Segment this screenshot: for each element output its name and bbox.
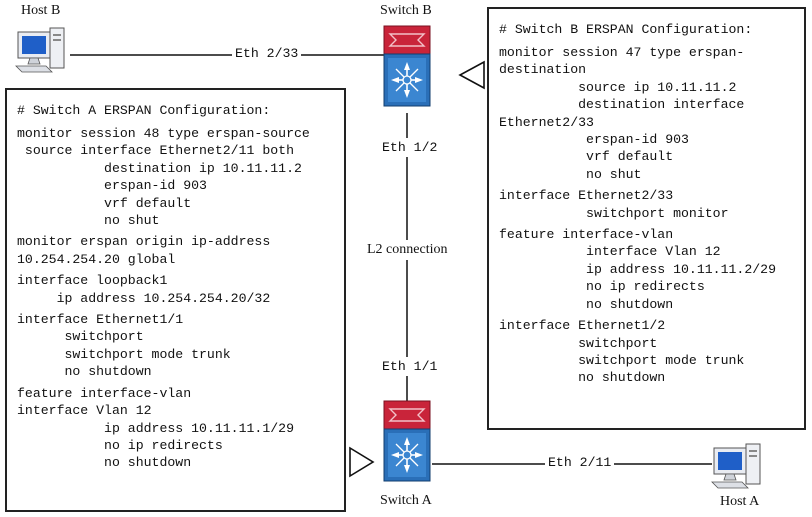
switch-a-config-body: monitor session 48 type erspan-source so…	[17, 125, 334, 472]
host-a-port-label: Eth 2/11	[545, 455, 615, 470]
switch-a-config-line: no shut	[17, 213, 160, 229]
switch-b-config-line: vrf default	[499, 149, 674, 165]
switch-b-config-line: ip address 10.11.11.2/29	[499, 261, 776, 277]
switch-a-config-line: ip address 10.11.11.1/29	[17, 420, 294, 436]
switch-a-config-line: no shutdown	[17, 455, 192, 471]
switch-b-config-line: no shutdown	[499, 370, 666, 386]
switch-b-config-line: interface Ethernet1/2	[499, 318, 666, 334]
switch-b-config-line: Ethernet2/33	[499, 114, 594, 130]
switch-b-config-line: feature interface-vlan	[499, 227, 674, 243]
switch-a-config-line: erspan-id 903	[17, 178, 207, 194]
switch-b-config-box: # Switch B ERSPAN Configuration: monitor…	[487, 7, 806, 430]
switch-a-config-line: switchport	[17, 329, 144, 345]
switch-b-config-line: interface Vlan 12	[499, 244, 721, 260]
switch-b-config-line: switchport mode trunk	[499, 352, 745, 368]
switch-b-config-block: feature interface-vlan interface Vlan 12…	[499, 226, 794, 313]
switch-b-config-line: monitor session 47 type erspan-	[499, 45, 745, 60]
switch-b-config-line: no shut	[499, 166, 642, 182]
host-a-pc-icon	[711, 443, 761, 489]
switch-a-config-pointer-icon	[349, 446, 375, 478]
switch-a-config-line: switchport mode trunk	[17, 346, 231, 362]
switch-b-config-line: interface Ethernet2/33	[499, 188, 674, 204]
switch-b-config-body: monitor session 47 type erspan-destinati…	[499, 44, 794, 387]
switch-b-config-block: interface Ethernet2/33 switchport monito…	[499, 187, 794, 222]
switch-b-port-label: Eth 1/2	[380, 138, 440, 157]
switch-b-config-line: no ip redirects	[499, 279, 705, 295]
switch-a-config-block: interface Ethernet1/1 switchport switchp…	[17, 311, 334, 381]
switch-b-config-pointer-icon	[458, 60, 485, 90]
switch-b-config-line: no shutdown	[499, 296, 674, 312]
switch-a-config-line: no ip redirects	[17, 437, 223, 453]
switch-a-port-label: Eth 1/1	[380, 357, 440, 376]
switch-b-config-block: interface Ethernet1/2 switchport switchp…	[499, 317, 794, 387]
switch-a-config-line: interface loopback1	[17, 273, 168, 289]
l2-connection-label: L2 connection	[366, 240, 449, 260]
switch-b-config-line: switchport	[499, 335, 658, 351]
switch-a-config-line: 10.254.254.20 global	[17, 251, 176, 267]
switch-b-config-title: # Switch B ERSPAN Configuration:	[499, 22, 753, 37]
switch-a-config-line: feature interface-vlan	[17, 385, 192, 401]
host-b-port-label: Eth 2/33	[232, 46, 302, 61]
switch-a-config-line: monitor session 48 type erspan-source	[17, 126, 310, 141]
switch-a-config-block: interface loopback1 ip address 10.254.25…	[17, 272, 334, 307]
switch-a-config-box: # Switch A ERSPAN Configuration: monitor…	[5, 88, 346, 512]
switch-b-config-line: switchport monitor	[499, 205, 729, 221]
switch-a-config-line: destination ip 10.11.11.2	[17, 160, 302, 176]
switch-b-config-line: erspan-id 903	[499, 132, 689, 148]
switch-a-config-line: source interface Ethernet2/11 both	[17, 143, 294, 159]
switch-a-config-line: no shutdown	[17, 364, 152, 380]
switch-a-config-line: ip address 10.254.254.20/32	[17, 290, 271, 306]
switch-b-config-line: destination	[499, 62, 587, 78]
switch-a-label: Switch A	[380, 493, 432, 508]
switch-a-config-line: interface Ethernet1/1	[17, 312, 184, 328]
switch-a-config-line: interface Vlan 12	[17, 403, 152, 419]
switch-b-config-line: source ip 10.11.11.2	[499, 79, 737, 95]
switch-a-config-line: monitor erspan origin ip-address	[17, 234, 271, 250]
switch-b-config-line: destination interface	[499, 97, 745, 113]
switch-a-config-title: # Switch A ERSPAN Configuration:	[17, 103, 271, 118]
switch-a-icon	[383, 400, 431, 482]
switch-a-config-block: monitor session 48 type erspan-source so…	[17, 125, 334, 229]
switch-b-config-block: monitor session 47 type erspan-destinati…	[499, 44, 794, 183]
host-a-label: Host A	[720, 494, 760, 509]
switch-a-config-line: vrf default	[17, 195, 192, 211]
switch-b-label: Switch B	[380, 3, 432, 18]
switch-b-icon	[383, 25, 431, 107]
host-b-pc-icon	[15, 27, 65, 73]
host-b-label: Host B	[21, 3, 61, 18]
